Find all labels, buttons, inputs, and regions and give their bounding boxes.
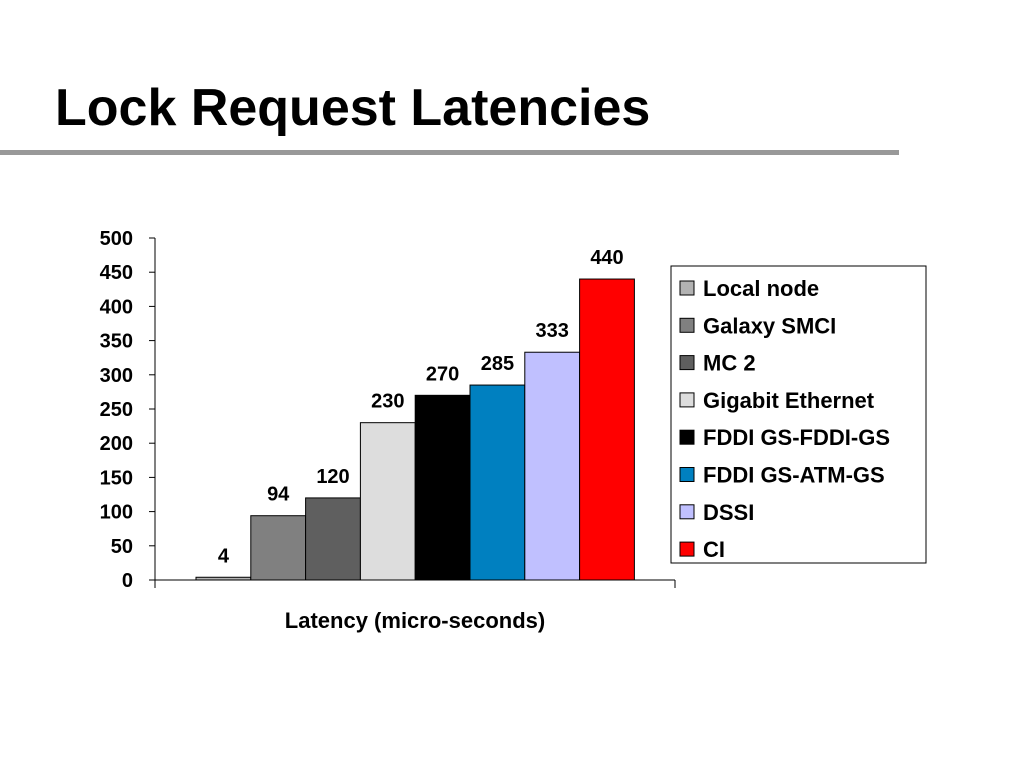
legend-swatch bbox=[679, 429, 695, 445]
y-tick-label: 100 bbox=[100, 502, 133, 524]
data-label: 94 bbox=[267, 484, 290, 506]
bar-dssi bbox=[524, 351, 581, 581]
legend-label: Gigabit Ethernet bbox=[703, 388, 875, 413]
legend-swatch bbox=[679, 317, 695, 333]
y-tick-label: 50 bbox=[111, 536, 133, 558]
data-label: 120 bbox=[316, 466, 349, 488]
y-tick-label: 450 bbox=[100, 262, 133, 284]
bar-local-node bbox=[195, 576, 252, 581]
data-label: 440 bbox=[590, 247, 623, 269]
legend-swatch bbox=[679, 280, 695, 296]
legend-label: FDDI GS-FDDI-GS bbox=[703, 425, 890, 450]
legend-box bbox=[670, 265, 927, 564]
title-rule bbox=[0, 150, 899, 155]
legend-label: FDDI GS-ATM-GS bbox=[703, 463, 885, 488]
bar-fddi-gs-atm-gs bbox=[469, 384, 526, 581]
legend-swatch bbox=[679, 392, 695, 408]
legend-label: DSSI bbox=[703, 500, 754, 525]
data-label: 270 bbox=[426, 363, 459, 385]
y-tick-label: 400 bbox=[100, 296, 133, 318]
bar-galaxy-smci bbox=[250, 515, 307, 581]
slide-title: Lock Request Latencies bbox=[55, 79, 651, 137]
data-label: 285 bbox=[481, 353, 514, 375]
y-tick-label: 500 bbox=[100, 228, 133, 250]
bar-mc-2 bbox=[305, 497, 361, 581]
legend-label: Galaxy SMCI bbox=[703, 313, 836, 338]
y-tick-label: 250 bbox=[100, 399, 133, 421]
legend-swatch bbox=[679, 504, 695, 520]
legend-label: MC 2 bbox=[703, 351, 756, 376]
bar-ci bbox=[579, 278, 635, 581]
bars bbox=[195, 278, 635, 581]
y-tick-label: 150 bbox=[100, 467, 133, 489]
data-label: 333 bbox=[536, 320, 569, 342]
y-tick-label: 0 bbox=[122, 570, 133, 592]
data-labels: 4 94 120 230 270 285 333 440 bbox=[218, 247, 624, 567]
data-label: 4 bbox=[218, 545, 230, 567]
y-tick-label: 300 bbox=[100, 365, 133, 387]
legend-swatch bbox=[679, 467, 695, 482]
legend-swatch bbox=[679, 355, 695, 371]
legend-label: CI bbox=[703, 537, 725, 562]
legend-swatch bbox=[679, 541, 695, 557]
x-axis-title: Latency (micro-seconds) bbox=[285, 608, 545, 633]
bar-gigabit-ethernet bbox=[359, 422, 416, 581]
y-axis: 0 50 100 150 200 250 300 350 400 450 500 bbox=[100, 228, 676, 592]
y-tick-label: 200 bbox=[100, 433, 133, 455]
y-tick-label: 350 bbox=[100, 331, 133, 353]
legend-label: Local node bbox=[703, 276, 819, 301]
bar-fddi-gs-fddi-gs bbox=[414, 394, 471, 581]
data-label: 230 bbox=[371, 391, 404, 413]
